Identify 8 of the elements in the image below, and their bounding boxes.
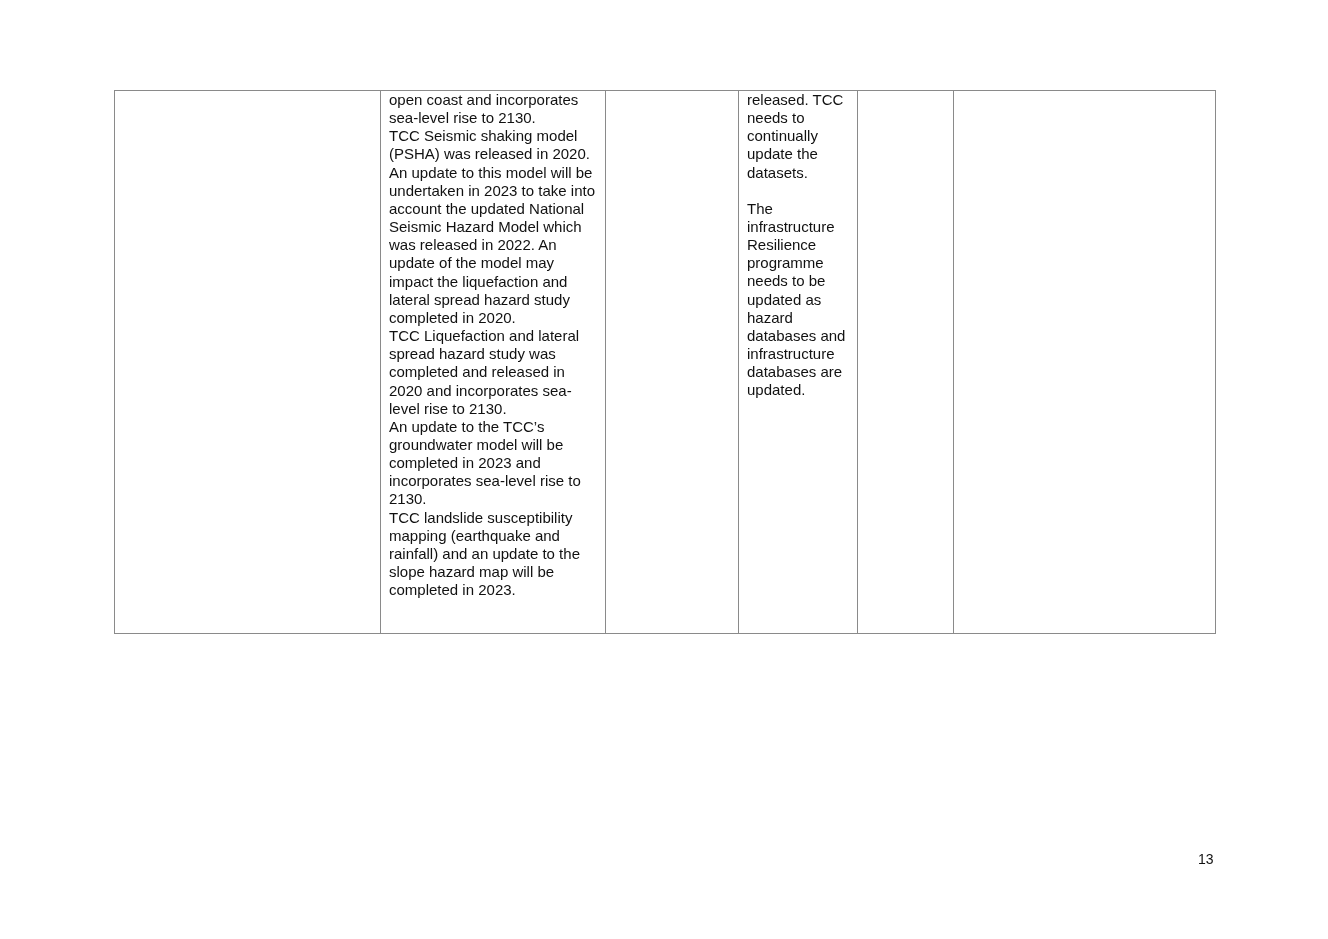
cell-text: TCC Liquefaction and lateral spread hazard study was completed and released in 2020 and incorporates sea-level rise to 2130.: [389, 327, 581, 418]
cell-text: TCC Seismic shaking model (PSHA) was released in 2020. An update to this model will be undertaken in 2023 to take into account the updated National Seismic Hazard Model which was released in 2022. An update of the model may impact the liquefaction and lateral spread hazard study completed in 2020.: [389, 127, 596, 328]
cell-text: The infrastructure Resilience programme needs to be updated as hazard databases and infrastructure databases are updated.: [747, 199, 847, 400]
cell-text: released. TCC needs to continually update the datasets.: [747, 91, 845, 182]
cell-text: TCC landslide susceptibility mapping (earthquake and rainfall) and an update to the slope hazard map will be completed in 2023.: [389, 508, 581, 600]
page-number: 13: [1198, 850, 1214, 869]
cell-text: open coast and incorporates sea-level rise to 2130.: [389, 91, 580, 128]
cell-text: An update to the TCC’s groundwater model will be completed in 2023 and incorporates sea-level rise to 2130.: [389, 417, 582, 509]
